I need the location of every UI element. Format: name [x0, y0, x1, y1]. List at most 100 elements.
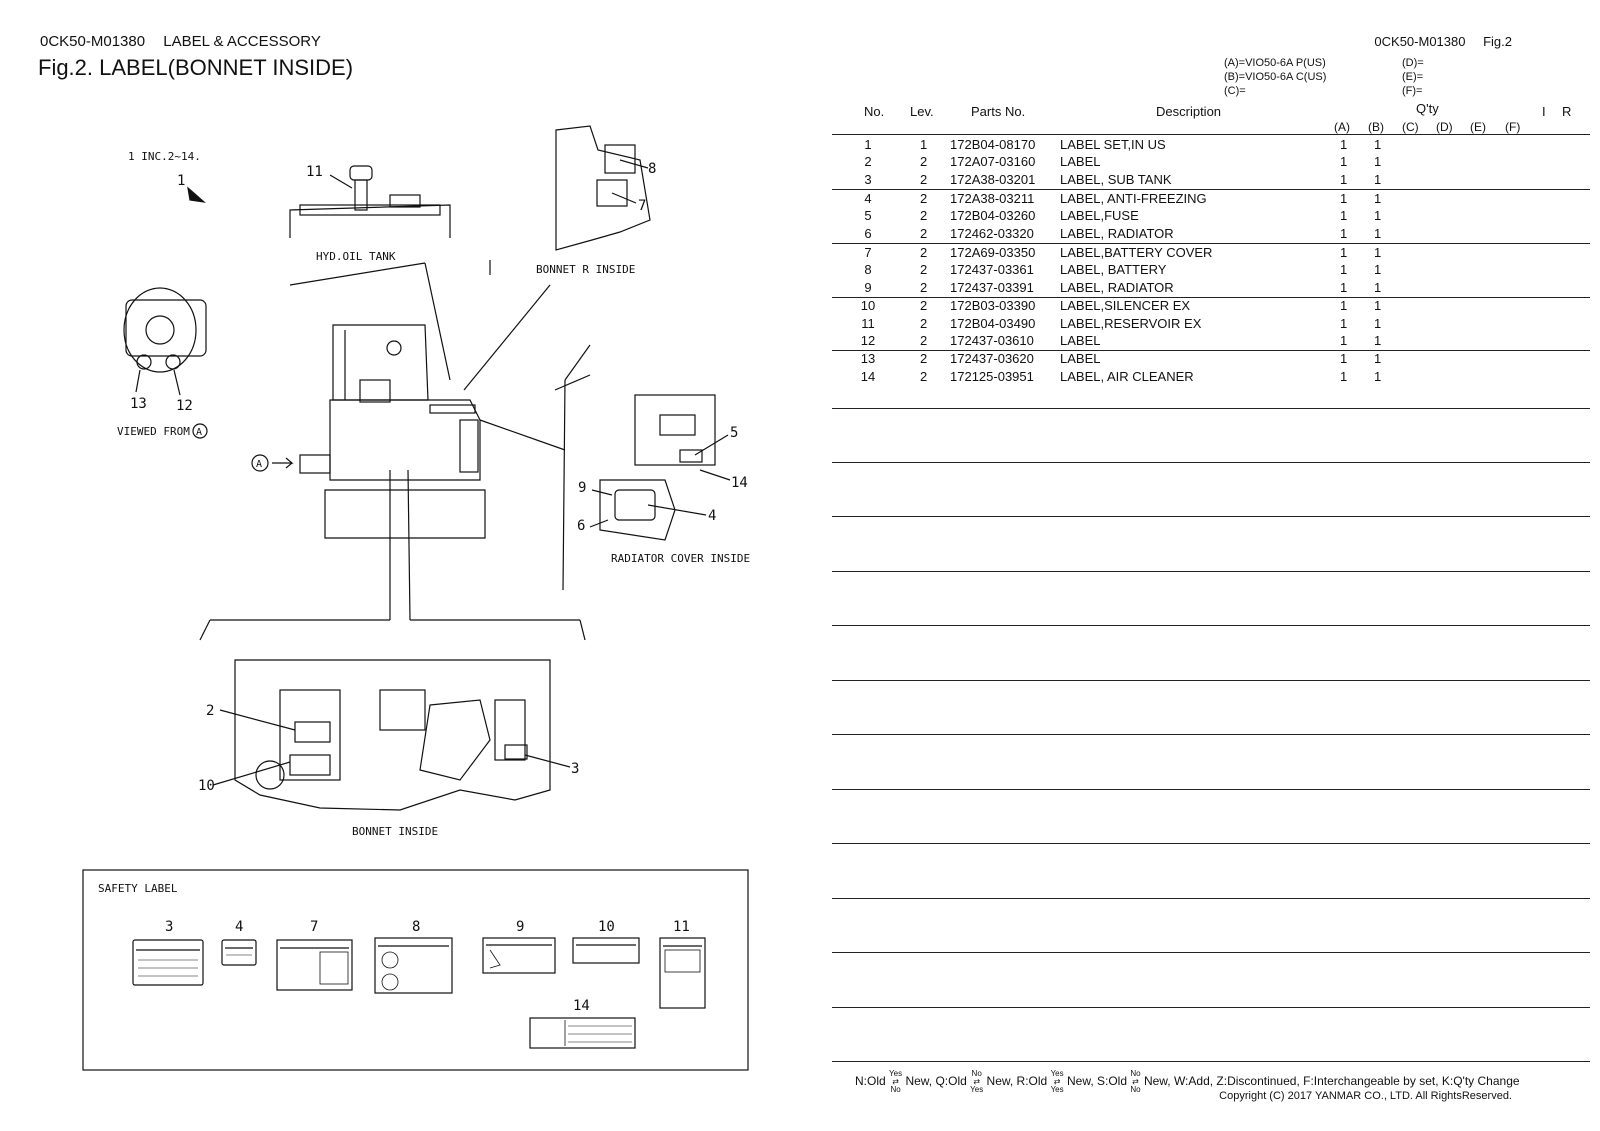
callout-6: 6 [577, 518, 585, 534]
row-qty-a: 1 [1340, 262, 1348, 277]
col-i: I [1542, 104, 1546, 119]
row-no: 4 [864, 191, 872, 206]
row-lev: 1 [920, 137, 928, 152]
inc-note: 1 INC.2~14. [128, 150, 201, 163]
row-qty-a: 1 [1340, 316, 1348, 331]
row-qty-b: 1 [1374, 262, 1382, 277]
row-qty-b: 1 [1374, 333, 1382, 348]
row-no: 11 [861, 316, 875, 331]
callout-11: 11 [306, 164, 323, 180]
blank-rule [832, 789, 1590, 790]
radiator-cover-inside-view: 5 14 4 9 6 RADIATOR COVER INSIDE [577, 394, 750, 565]
hyd-oil-tank-label: HYD.OIL TANK [316, 250, 396, 263]
change-code-legend: N:Old Yes⇄No New, Q:Old No⇄Yes New, R:Ol… [855, 1070, 1520, 1094]
row-qty-a: 1 [1340, 191, 1348, 206]
bonnet-inside-label: BONNET INSIDE [352, 825, 438, 838]
row-part-no: 172A07-03160 [950, 154, 1036, 169]
safety-callout-10: 10 [598, 919, 615, 935]
bonnet-r-inside-label: BONNET R INSIDE [536, 263, 635, 276]
row-qty-a: 1 [1340, 137, 1348, 152]
blank-rule [832, 1061, 1590, 1062]
row-no: 13 [860, 351, 876, 366]
row-no: 6 [864, 226, 872, 241]
callout-9: 9 [578, 480, 586, 496]
row-qty-a: 1 [1340, 245, 1348, 260]
radiator-cover-inside-label: RADIATOR COVER INSIDE [611, 552, 750, 565]
safety-label-box: SAFETY LABEL 3 4 7 8 9 10 11 14 [82, 869, 749, 1071]
header-right: 0CK50-M01380 Fig.2 [1360, 34, 1512, 49]
model-f: (F)= [1402, 85, 1423, 97]
row-lev: 2 [920, 333, 928, 348]
row-qty-a: 1 [1340, 154, 1348, 169]
safety-callout-11: 11 [673, 919, 690, 935]
right-code: 0CK50-M01380 [1374, 34, 1466, 49]
section-title: LABEL & ACCESSORY [163, 33, 321, 50]
safety-label-title: SAFETY LABEL [98, 882, 178, 895]
row-lev: 2 [920, 154, 928, 169]
row-description: LABEL, SUB TANK [1060, 172, 1172, 187]
row-description: LABEL, BATTERY [1060, 262, 1167, 277]
col-r: R [1562, 104, 1572, 119]
row-part-no: 172437-03610 [950, 333, 1034, 348]
row-qty-a: 1 [1340, 351, 1348, 366]
table-row: 12 2 172437-03610 LABEL 1 1 [832, 332, 1590, 350]
callout-8: 8 [648, 161, 656, 177]
row-lev: 2 [920, 191, 928, 206]
bonnet-inside-view: 2 10 3 BONNET INSIDE [198, 659, 579, 838]
exploded-diagram: 1 INC.2~14. 1 11 HYD.OIL TANK 8 7 BONNET… [82, 125, 750, 1071]
blank-rule [832, 408, 1590, 409]
row-description: LABEL [1060, 351, 1101, 366]
yes-no-arrow: Yes⇄No [889, 1069, 903, 1094]
row-lev: 2 [920, 262, 928, 277]
row-no: 1 [864, 137, 872, 152]
row-description: LABEL [1060, 333, 1101, 348]
row-lev: 2 [920, 208, 928, 223]
blank-rule [832, 1007, 1590, 1008]
row-qty-b: 1 [1374, 280, 1382, 295]
col-desc: Description [1156, 104, 1222, 119]
model-e: (E)= [1402, 71, 1424, 83]
blank-rule [832, 843, 1590, 844]
row-description: LABEL, RADIATOR [1060, 226, 1174, 241]
yes-yes-arrow: Yes⇄Yes [1050, 1069, 1064, 1094]
row-lev: 2 [920, 226, 928, 241]
model-b: (B)=VIO50-6A C(US) [1224, 71, 1327, 83]
row-description: LABEL,BATTERY COVER [1060, 245, 1213, 260]
blank-rule [832, 625, 1590, 626]
row-part-no: 172A38-03211 [950, 191, 1035, 206]
model-legend-right: (D)= (E)= (F)= [1402, 56, 1424, 98]
hyd-oil-tank-view: 11 HYD.OIL TANK [289, 164, 451, 263]
row-no: 9 [864, 280, 872, 295]
row-lev: 2 [920, 316, 928, 331]
copyright: Copyright (C) 2017 YANMAR CO., LTD. All … [1219, 1090, 1512, 1102]
col-no: No. [864, 104, 885, 119]
row-lev: 2 [920, 245, 928, 260]
group-rule [832, 189, 1590, 190]
row-no: 3 [864, 172, 872, 187]
safety-callout-14: 14 [573, 998, 590, 1014]
row-qty-b: 1 [1374, 208, 1382, 223]
col-lev: Lev. [910, 104, 934, 119]
no-no-arrow: No⇄No [1130, 1069, 1141, 1094]
figure-title: Fig.2. LABEL(BONNET INSIDE) [38, 55, 354, 80]
row-no: 12 [860, 333, 876, 348]
col-qf: (F) [1505, 120, 1521, 134]
row-part-no: 172B04-08170 [950, 137, 1036, 152]
col-qb: (B) [1368, 120, 1384, 134]
callout-5: 5 [730, 425, 738, 441]
safety-callout-3: 3 [165, 919, 173, 935]
model-d: (D)= [1402, 57, 1424, 69]
document-code: 0CK50-M01380 LABEL & ACCESSORY [40, 33, 335, 50]
row-qty-b: 1 [1374, 369, 1382, 384]
callout-14: 14 [731, 475, 748, 491]
blank-rule [832, 462, 1590, 463]
row-qty-a: 1 [1340, 333, 1348, 348]
blank-rule [832, 571, 1590, 572]
